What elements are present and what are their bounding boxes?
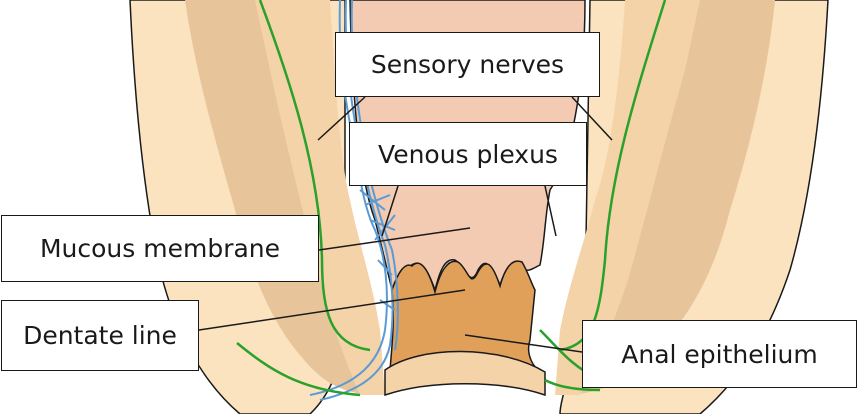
leader-lines (198, 96, 613, 353)
dentate-line-label: Dentate line (1, 300, 199, 371)
left-inner-band (255, 0, 385, 395)
right-inner-band (555, 0, 700, 395)
mucous-membrane-label: Mucous membrane (1, 215, 319, 282)
venous-plexus-label: Venous plexus (349, 122, 587, 186)
anal-epithelium-label: Anal epithelium (582, 320, 857, 388)
sensory-nerves-label: Sensory nerves (335, 32, 600, 97)
anal-opening (384, 350, 546, 397)
